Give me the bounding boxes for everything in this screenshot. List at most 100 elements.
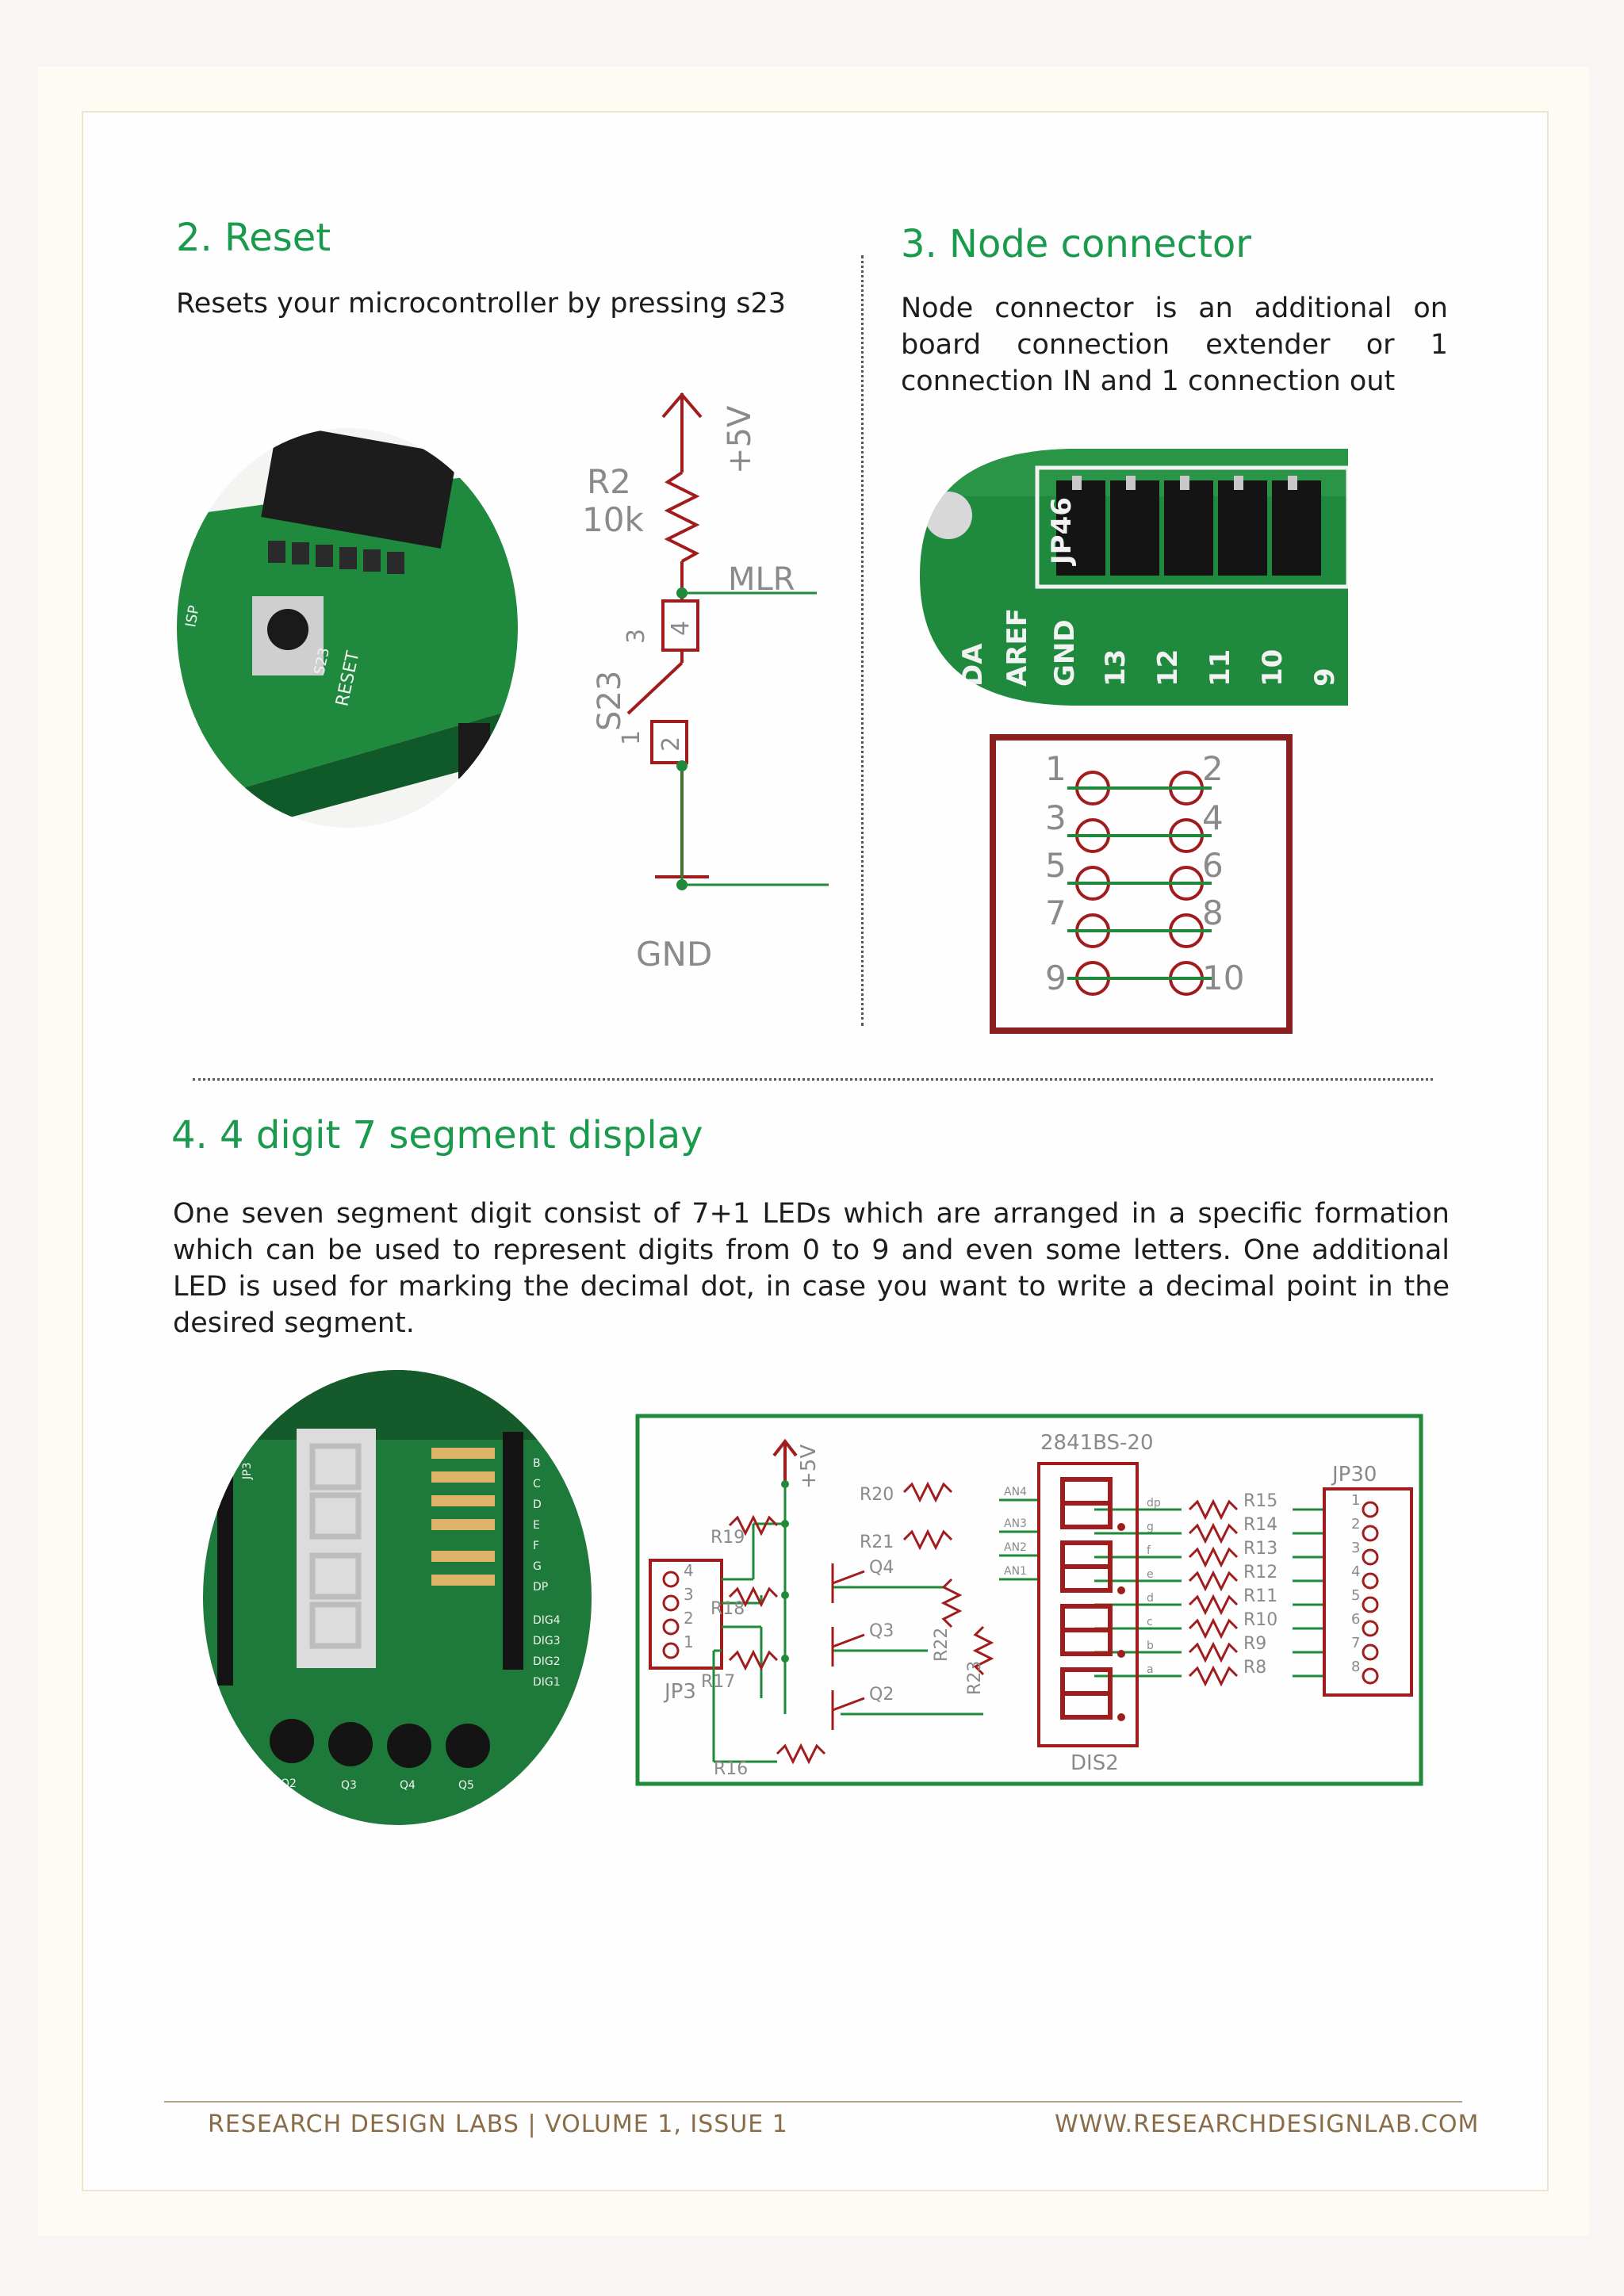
r17-label: R17 <box>701 1672 735 1692</box>
segment-f: f <box>1147 1544 1151 1557</box>
node-heading: 3. Node connector <box>901 222 1252 266</box>
header-pin-8: 8 <box>1202 894 1224 932</box>
display-board-photo: JP3 B C D E F G DP DIG4 DIG3 DIG2 DIG1 Q… <box>203 1370 592 1825</box>
segment-c: c <box>1147 1616 1153 1628</box>
q3-label: Q3 <box>869 1621 894 1641</box>
jp3-board-label: JP3 <box>241 1463 254 1480</box>
node-pin-13: 13 <box>1100 649 1132 687</box>
reset-description: Resets your microcontroller by pressing … <box>176 288 787 320</box>
segment-b: b <box>1147 1640 1154 1652</box>
board-row-d: D <box>533 1498 542 1511</box>
jp46-board-label: JP46 <box>1046 497 1078 566</box>
q2-label: Q2 <box>869 1685 894 1705</box>
node-pin-gnd: GND <box>1049 619 1081 687</box>
jp30-pin-6: 6 <box>1351 1611 1360 1628</box>
display-schematic: 4 3 2 1 JP3 +5V <box>635 1414 1423 1786</box>
jp30-pin-7: 7 <box>1351 1635 1360 1651</box>
segment-e: e <box>1147 1568 1154 1581</box>
q4-label: Q4 <box>869 1558 894 1578</box>
reset-heading: 2. Reset <box>176 216 331 260</box>
board-row-dig2: DIG2 <box>533 1655 561 1668</box>
header-pin-3: 3 <box>1045 798 1067 837</box>
r23-label: R23 <box>965 1661 985 1695</box>
segment-g: g <box>1147 1521 1154 1533</box>
jp30-label: JP30 <box>1331 1463 1377 1487</box>
header-pin-4: 4 <box>1202 798 1224 837</box>
supply-label: +5V <box>722 405 758 474</box>
board-row-c: C <box>533 1478 541 1490</box>
r2-label: R2 <box>587 462 631 501</box>
board-row-f: F <box>533 1540 539 1552</box>
jp30-pin-3: 3 <box>1351 1540 1360 1556</box>
node-pin-aref: AREF <box>1002 608 1033 687</box>
jp3-label: JP3 <box>663 1680 696 1704</box>
r9-label: R9 <box>1243 1634 1266 1654</box>
r16-label: R16 <box>714 1759 748 1779</box>
segment-dp: dp <box>1147 1497 1161 1510</box>
jp30-pin-1: 1 <box>1351 1492 1360 1509</box>
display-description: One seven segment digit consist of 7+1 L… <box>173 1198 1450 1339</box>
reset-board-photo: RESET S23 ISP <box>177 428 518 828</box>
r2-value: 10k <box>582 500 644 539</box>
node-pin-12: 12 <box>1152 649 1184 687</box>
r22-label: R22 <box>932 1628 952 1662</box>
board-row-g: G <box>533 1560 542 1573</box>
node-pin-9: 9 <box>1309 668 1341 687</box>
pin-1-label: 1 <box>618 730 645 745</box>
mlr-label: MLR <box>728 561 795 598</box>
footer-rule <box>164 2101 1462 2103</box>
header-pin-1: 1 <box>1045 749 1067 788</box>
isp-board-label: ISP <box>182 604 202 629</box>
gnd-label: GND <box>636 935 712 974</box>
header-pin-5: 5 <box>1045 846 1067 885</box>
board-row-dp: DP <box>533 1581 548 1594</box>
s23-schematic-label: S23 <box>592 671 628 731</box>
board-row-e: E <box>533 1519 540 1532</box>
r20-label: R20 <box>860 1485 894 1505</box>
r18-label: R18 <box>710 1599 745 1619</box>
anode-an1: AN1 <box>1004 1565 1027 1578</box>
node-description: Node connector is an additional on board… <box>901 293 1448 397</box>
node-header-schematic: 1 2 3 4 5 6 7 8 9 10 <box>990 734 1293 1034</box>
header-pin-6: 6 <box>1202 846 1224 885</box>
r12-label: R12 <box>1243 1563 1277 1582</box>
display-part-label: 2841BS-20 <box>1040 1431 1154 1455</box>
segment-d: d <box>1147 1592 1154 1605</box>
r15-label: R15 <box>1243 1491 1277 1511</box>
r21-label: R21 <box>860 1533 894 1552</box>
jp3-pin-4: 4 <box>684 1561 694 1580</box>
node-pin-10: 10 <box>1257 649 1289 687</box>
r10-label: R10 <box>1243 1610 1277 1630</box>
section-divider <box>193 1078 1433 1081</box>
pin-3-label: 3 <box>622 629 650 644</box>
jp30-pin-4: 4 <box>1351 1563 1360 1580</box>
jp3-pin-2: 2 <box>684 1609 694 1628</box>
jp30-pin-5: 5 <box>1351 1587 1360 1604</box>
board-q2: Q2 <box>281 1777 297 1790</box>
board-q3: Q3 <box>341 1779 357 1792</box>
board-q5: Q5 <box>458 1779 474 1792</box>
pin-2-label: 2 <box>657 737 685 752</box>
node-board-photo: JP46 DA AREF GND 13 12 11 10 9 <box>920 449 1348 706</box>
pin-4-label: 4 <box>667 621 695 636</box>
jp30-pin-2: 2 <box>1351 1516 1360 1533</box>
node-pin-da: DA <box>957 643 989 687</box>
board-q4: Q4 <box>400 1779 416 1792</box>
board-row-b: B <box>533 1457 541 1470</box>
board-row-dig1: DIG1 <box>533 1676 561 1689</box>
header-pin-7: 7 <box>1045 894 1067 932</box>
board-row-dig4: DIG4 <box>533 1614 561 1627</box>
header-pin-10: 10 <box>1202 959 1244 997</box>
jp3-pin-1: 1 <box>684 1632 694 1651</box>
header-pin-9: 9 <box>1045 959 1067 997</box>
display-heading: 4. 4 digit 7 segment display <box>171 1113 703 1158</box>
r11-label: R11 <box>1243 1586 1277 1606</box>
r14-label: R14 <box>1243 1515 1277 1535</box>
anode-an2: AN2 <box>1004 1541 1027 1554</box>
node-pin-11: 11 <box>1205 649 1236 687</box>
display-supply-label: +5V <box>797 1445 821 1489</box>
r13-label: R13 <box>1243 1539 1277 1559</box>
segment-a: a <box>1147 1663 1154 1676</box>
header-pin-2: 2 <box>1202 749 1224 788</box>
jp3-pin-3: 3 <box>684 1585 694 1604</box>
